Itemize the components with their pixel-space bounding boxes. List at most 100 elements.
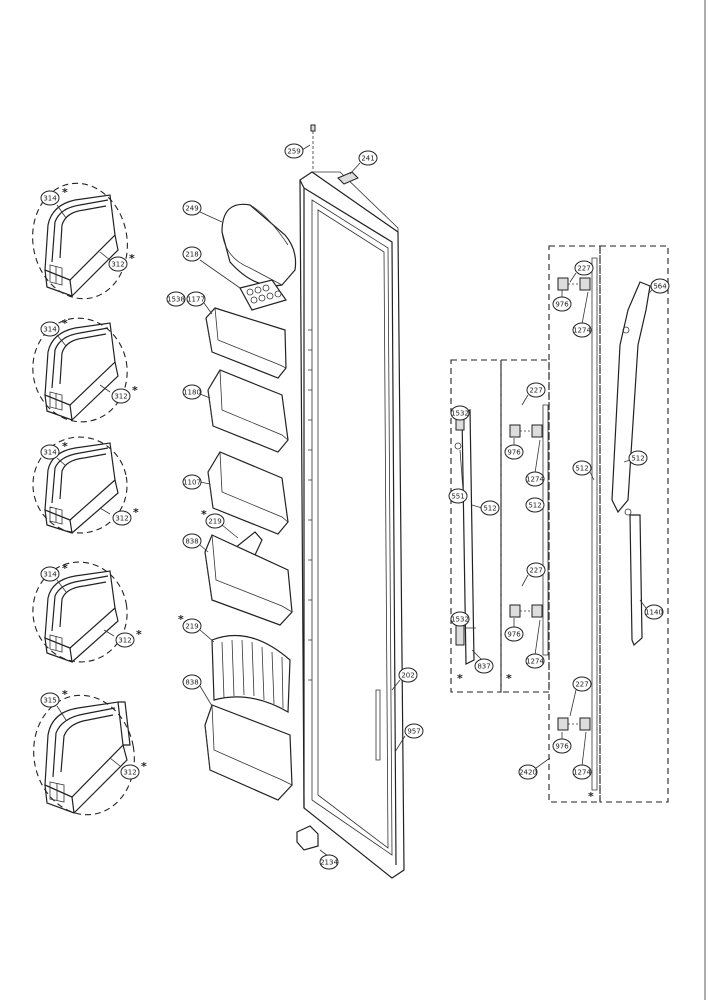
callout-227-a: 227 [521, 382, 546, 406]
svg-text:*: * [62, 688, 68, 701]
svg-text:2420: 2420 [519, 769, 537, 777]
svg-text:218: 218 [185, 251, 198, 259]
svg-text:227: 227 [577, 265, 590, 273]
svg-text:*: * [62, 186, 68, 199]
callout-1274-a: 1274 [525, 439, 545, 487]
svg-text:314: 314 [43, 326, 57, 334]
svg-text:202: 202 [401, 672, 414, 680]
callout-202: 202 [391, 667, 418, 691]
svg-text:512: 512 [528, 502, 541, 510]
callout-314-d: 314* [40, 562, 68, 593]
shelf-3 [207, 451, 289, 535]
svg-text:312: 312 [118, 637, 131, 645]
svg-text:259: 259 [287, 148, 300, 156]
svg-text:838: 838 [185, 679, 198, 687]
callout-218: 218 [182, 246, 241, 289]
svg-text:512: 512 [575, 465, 588, 473]
callout-976-c: 976 [552, 290, 572, 312]
svg-text:837: 837 [477, 663, 490, 671]
svg-text:227: 227 [575, 681, 588, 689]
shelf-1 [205, 307, 287, 379]
svg-text:*: * [62, 317, 68, 330]
svg-text:312: 312 [115, 515, 128, 523]
callout-512-b: 512 [525, 497, 545, 513]
callout-315: 315 * [40, 688, 68, 721]
svg-text:219: 219 [208, 518, 221, 526]
callout-2420: 2420 [518, 757, 551, 780]
shelf-4-deep [204, 534, 293, 626]
callout-1274-d: 1274 [572, 731, 592, 780]
door-cap [337, 171, 359, 185]
kit-box-3 [548, 245, 601, 803]
shelf-5-bottom [204, 704, 293, 801]
svg-text:314: 314 [43, 195, 57, 203]
callout-241: 241 [349, 150, 378, 175]
svg-text:1274: 1274 [526, 658, 544, 666]
svg-text:*: * [178, 613, 184, 626]
svg-text:1107: 1107 [183, 479, 201, 487]
svg-text:312: 312 [114, 393, 127, 401]
callout-1538: 1538 [166, 291, 186, 307]
svg-text:*: * [201, 508, 207, 521]
svg-text:1140: 1140 [645, 609, 663, 617]
svg-text:512: 512 [631, 455, 644, 463]
svg-text:2134: 2134 [320, 859, 338, 867]
dairy-cover [221, 203, 297, 287]
door-bin-group-4 [32, 561, 128, 663]
svg-text:512: 512 [483, 505, 496, 513]
svg-text:314: 314 [43, 449, 57, 457]
callout-1274-b: 1274 [525, 619, 545, 669]
callout-512-a: 512 [471, 500, 500, 516]
svg-text:315: 315 [43, 697, 56, 705]
callout-259: 259 [284, 143, 311, 159]
callout-551: 551 [448, 449, 468, 504]
svg-text:312: 312 [123, 769, 136, 777]
svg-text:249: 249 [185, 205, 198, 213]
callout-219-b: 219* [178, 613, 215, 643]
callout-312-a: 312 * [99, 251, 135, 272]
svg-text:976: 976 [507, 631, 521, 639]
svg-text:1177: 1177 [187, 296, 205, 304]
svg-text:227: 227 [529, 567, 542, 575]
svg-text:312: 312 [111, 261, 124, 269]
door-bin-group-3 [32, 436, 128, 534]
callout-564: 564 [647, 278, 670, 295]
svg-text:241: 241 [361, 155, 374, 163]
callout-2134: 2134 [319, 849, 339, 870]
svg-text:1532: 1532 [451, 410, 469, 418]
callout-227-d: 227 [569, 676, 592, 717]
callout-976-d: 976 [552, 732, 572, 754]
egg-tray [239, 279, 287, 311]
door-bin-group-2 [32, 317, 128, 423]
callout-219-a: 219* [201, 508, 239, 539]
svg-text:314: 314 [43, 571, 57, 579]
callout-1180: 1180 [182, 384, 211, 400]
kit-box-2 [500, 359, 550, 693]
svg-text:*: * [132, 384, 138, 397]
callout-976-a: 976 [504, 438, 524, 460]
door-hinge-screw [310, 124, 316, 170]
callout-838-a: 838 [182, 533, 209, 553]
svg-text:1180: 1180 [183, 389, 201, 397]
svg-text:564: 564 [653, 283, 667, 291]
callout-1532-b: 1532 [450, 611, 470, 627]
rack-grille [211, 634, 291, 714]
callout-314-c: 314 * [40, 440, 68, 467]
svg-text:219: 219 [185, 623, 198, 631]
callout-227-b: 227 [521, 562, 546, 587]
kit2-star: * [506, 672, 512, 685]
svg-text:976: 976 [507, 449, 521, 457]
svg-text:*: * [129, 252, 135, 265]
shelf-2 [207, 369, 289, 453]
callout-512-c: 512 [572, 460, 595, 481]
kit-box-4 [599, 245, 669, 803]
kit3-star: * [588, 790, 594, 803]
kit3-handle [557, 257, 598, 791]
door-panel [299, 171, 405, 879]
callout-1274-c: 1274 [572, 291, 592, 338]
svg-text:838: 838 [185, 538, 198, 546]
svg-text:*: * [62, 440, 68, 453]
svg-text:227: 227 [529, 387, 542, 395]
callout-312-b: 312 * [99, 384, 138, 404]
